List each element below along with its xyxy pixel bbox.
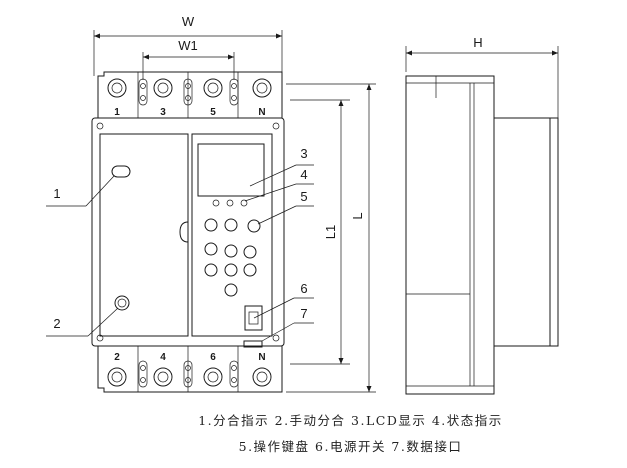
callout-2-label: 2	[53, 316, 60, 331]
status-led-icon	[212, 199, 248, 207]
keypad-button-icon	[204, 218, 261, 297]
link-pin-icon	[138, 360, 239, 388]
terminal-screw-icon	[107, 367, 272, 387]
callout-6: 6	[253, 281, 314, 319]
dimension-l: L	[286, 83, 376, 393]
callout-5-label: 5	[300, 189, 307, 204]
manual-switch-knob	[114, 295, 130, 311]
left-panel	[99, 133, 189, 337]
callout-1-label: 1	[53, 186, 60, 201]
callout-6-label: 6	[300, 281, 307, 296]
terminal-bottom-4: 4	[160, 352, 166, 363]
control-panel	[191, 133, 273, 337]
dimension-l-label: L	[350, 212, 365, 219]
terminal-bottom-6: 6	[210, 352, 216, 363]
dimension-l1: L1	[290, 99, 350, 365]
callout-5: 5	[257, 189, 314, 225]
caption-line-1: 1.分合指示 2.手动分合 3.LCD显示 4.状态指示	[198, 413, 503, 428]
callout-2: 2	[46, 307, 119, 337]
callout-4-label: 4	[300, 167, 307, 182]
dimension-w-label: W	[182, 14, 195, 29]
terminal-screw-icon	[107, 78, 272, 98]
breaker-body	[91, 117, 285, 348]
terminal-top-3: 3	[160, 107, 166, 118]
callout-3: 3	[249, 146, 314, 187]
top-terminal-block: 1 3 5 N	[97, 71, 283, 118]
on-off-indicator-window	[111, 165, 131, 178]
power-switch	[244, 305, 263, 331]
terminal-bottom-2: 2	[114, 352, 120, 363]
terminal-bottom-n: N	[258, 352, 265, 363]
side-front-cover	[493, 117, 551, 347]
side-body	[405, 75, 495, 395]
dimension-h-label: H	[473, 35, 482, 50]
side-view: H	[405, 35, 559, 395]
callout-1: 1	[46, 175, 115, 207]
terminal-top-5: 5	[210, 107, 216, 118]
bottom-terminal-block: 2 4 6 N	[97, 346, 283, 393]
terminal-top-n: N	[258, 107, 265, 118]
terminal-top-1: 1	[114, 107, 120, 118]
panel-hinge	[179, 221, 189, 243]
data-port	[243, 340, 263, 348]
caption-line-2: 5.操作键盘 6.电源开关 7.数据接口	[238, 439, 463, 454]
dimension-w: W	[93, 14, 283, 76]
link-pin-icon	[138, 78, 239, 106]
callout-3-label: 3	[300, 146, 307, 161]
callout-7-label: 7	[300, 306, 307, 321]
dimension-l1-label: L1	[323, 225, 338, 239]
lcd-display	[197, 143, 265, 197]
callout-7: 7	[261, 306, 314, 342]
callout-4: 4	[244, 167, 314, 202]
dimension-w1-label: W1	[178, 38, 198, 53]
dimension-w1: W1	[142, 38, 235, 80]
